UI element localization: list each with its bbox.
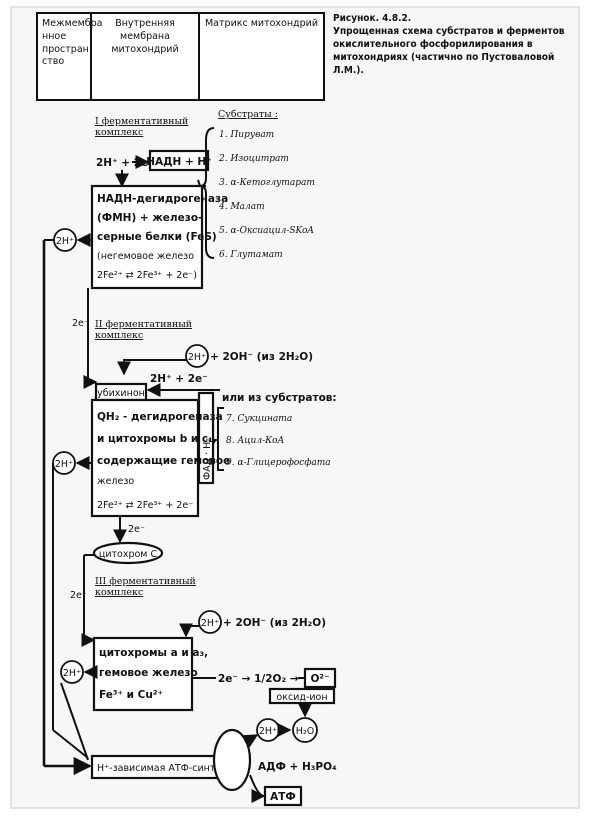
cytochrome-c xyxy=(92,541,164,565)
complex3-water: + 2ОН⁻ (из 2Н₂О) xyxy=(223,617,326,629)
complex1-line4: (негемовое железо xyxy=(97,251,194,262)
header-inner-membrane: Внутренняя мембрана митохондрий xyxy=(92,14,200,99)
atp-synthase-label: Н⁺-зависимая АТФ-синтетаза xyxy=(97,763,243,774)
complex2-proton-arrow xyxy=(117,359,186,376)
complex1-line3: серные белки (FeS) xyxy=(97,231,217,243)
complex1-line2: (ФМН) + железо- xyxy=(97,212,202,224)
complex2-electrons: 2e⁻ xyxy=(72,318,89,329)
atp-to-proton xyxy=(242,734,259,748)
atp-label: АТФ xyxy=(270,791,296,803)
complex1-line1: НАДН-дегидрогеназа xyxy=(97,193,228,205)
membrane-header-table: Межмембра нное простран ство Внутренняя … xyxy=(36,12,325,101)
caption-text: Упрощенная схема субстратов и ферментов … xyxy=(333,26,565,76)
complex2-line5: 2Fe²⁺ ⇄ 2Fe³⁺ + 2e⁻ xyxy=(97,500,193,511)
oxygen-label-box xyxy=(268,687,336,705)
complex2-h-e: 2Н⁺ + 2е⁻ xyxy=(150,373,208,385)
complex1-title: I ферментативный xyxy=(95,116,188,127)
complex2-box xyxy=(90,398,200,518)
water-label: Н₂О xyxy=(296,726,314,737)
complex2-line4: железо xyxy=(97,476,134,487)
proton-label-3a: 2Н⁺ xyxy=(201,618,219,629)
water-circle xyxy=(292,717,318,743)
complex3-line1: цитохромы а и а₃, xyxy=(99,647,208,659)
proton-return-2b xyxy=(52,729,89,759)
proton-circle-2a xyxy=(185,344,209,368)
nadh-box xyxy=(148,149,210,172)
substrate-4: 4. Малат xyxy=(218,202,265,212)
complex3-electrons: 2e⁻ xyxy=(70,590,87,601)
other-substrate-9: 9. α-Глицерофосфата xyxy=(226,458,331,468)
substrate-1: 1. Пируват xyxy=(219,130,274,140)
proton-label-1: 2Н⁺ xyxy=(56,236,74,247)
complex3-line3: Fe³⁺ и Cu²⁺ xyxy=(99,689,163,701)
substrate-6: 6. Глутамат xyxy=(219,250,283,260)
complex1-line5: 2Fe²⁺ ⇄ 2Fe³⁺ + 2e⁻) xyxy=(97,270,197,281)
complex2-line2: и цитохромы b и c₁, xyxy=(97,433,217,445)
proton-label-3b: 2Н⁺ xyxy=(63,668,81,679)
fad-label: ФАД · Н₂ xyxy=(202,438,213,480)
other-substrate-7: 7. Сукцината xyxy=(226,414,292,424)
adp-to-atp xyxy=(249,774,266,803)
complex3-subtitle: комплекс xyxy=(95,587,143,598)
substrate-5: 5. α-Оксиацил-SKoA xyxy=(219,226,314,236)
proton-label-4: 2Н⁺ xyxy=(259,726,277,737)
nadh-label: НАДН + Н⁺ xyxy=(146,156,212,168)
complex2-title: II ферментативный xyxy=(95,319,192,330)
complex1-subtitle: комплекс xyxy=(95,127,143,138)
complex3-line2: гемовое железо xyxy=(99,667,198,679)
proton-label-2a: 2Н⁺ xyxy=(188,352,206,363)
substrates-title: Субстраты : xyxy=(218,109,278,120)
atp-box xyxy=(263,785,303,807)
ubiquinone-label: убихинон xyxy=(97,388,145,399)
adp-label: АДФ + Н₃РО₄ xyxy=(258,761,337,773)
other-substrate-8: 8. Ацил-КоА xyxy=(226,436,284,446)
substrates-arrow-head xyxy=(197,179,201,187)
caption-title: Рисунок. 4.8.2. xyxy=(333,13,412,24)
cytochrome-c-label: цитохром C xyxy=(99,549,158,560)
oxygen-ion-box xyxy=(303,667,337,689)
complex3-title: III ферментативный xyxy=(95,576,196,587)
proton-label-2b: 2Н⁺ xyxy=(55,459,73,470)
proton-circle-3b xyxy=(60,660,84,684)
proton-return-3 xyxy=(60,682,89,761)
other-substrates-title: или из субстратов: xyxy=(222,392,337,404)
header-matrix: Матрикс митохондрий xyxy=(204,18,319,29)
complex3-reaction: 2е⁻ → 1/2О₂ → xyxy=(218,673,299,685)
complex3-box xyxy=(92,636,194,712)
oxygen-label: оксид-ион xyxy=(276,692,327,703)
complex2-subtitle: комплекс xyxy=(95,330,143,341)
header-intermembrane-space: Межмембра нное простран ство xyxy=(38,14,103,99)
proton-circle-3a xyxy=(198,610,222,634)
complex1-box xyxy=(90,184,204,290)
atp-synthase-ellipse xyxy=(212,728,252,792)
figure-caption: Рисунок. 4.8.2. Упрощенная схема субстра… xyxy=(333,12,573,77)
complex2-line3: содержащие гемовое xyxy=(97,455,230,467)
cytc-electrons: 2e⁻ xyxy=(128,524,145,535)
complex2-water: + 2ОН⁻ (из 2Н₂О) xyxy=(210,351,313,363)
substrate-2: 2. Изоцитрат xyxy=(218,154,289,164)
complex2-line1: QH₂ - дегидрогеназа xyxy=(97,411,223,423)
substrate-3: 3. α-Кетоглутарат xyxy=(219,178,315,188)
complex3-proton-arrow xyxy=(179,623,199,638)
oxygen-ion: O²⁻ xyxy=(310,673,329,685)
